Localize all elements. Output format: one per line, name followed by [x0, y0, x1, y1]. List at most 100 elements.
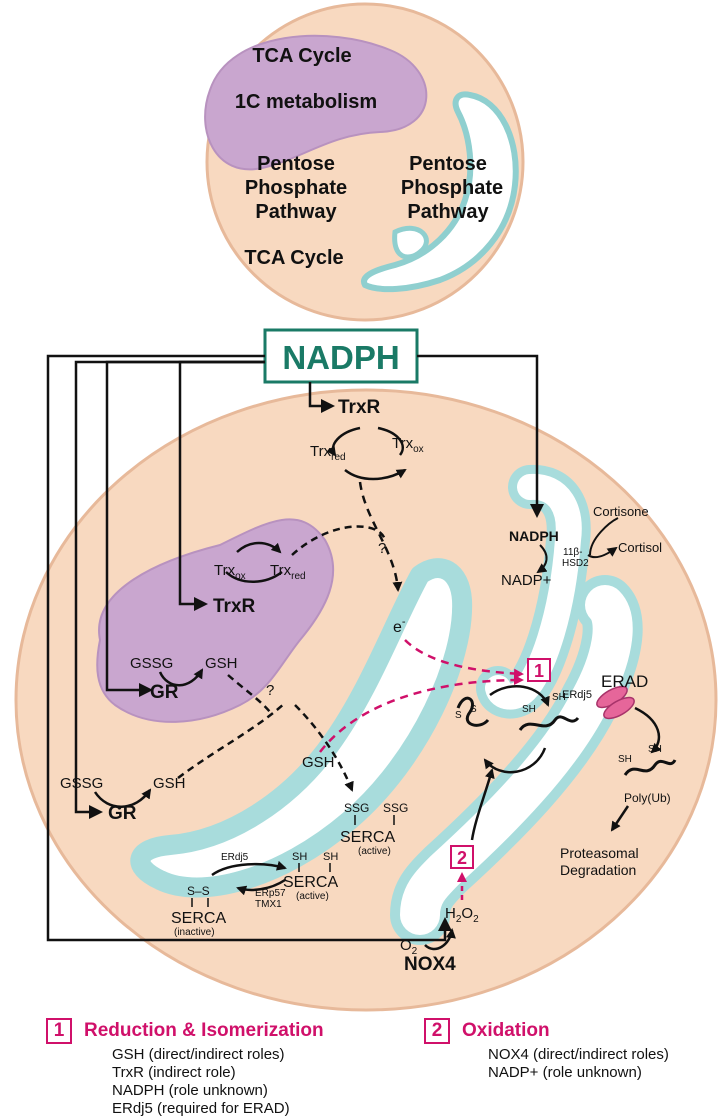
nox4-label: NOX4: [404, 954, 456, 975]
ssg-2: SSG: [383, 801, 408, 815]
mito-gr-cycle: [158, 668, 204, 687]
oxidation-to-protein: [470, 768, 495, 841]
degradation-arrow: [610, 805, 630, 832]
legend-item: TrxR (indirect role): [112, 1064, 236, 1081]
er-nadp-label: NADP+: [501, 572, 552, 589]
serca-bottom: SERCA: [171, 910, 226, 927]
mito-trx-cycle-bottom: [225, 570, 283, 583]
cytosol-electron-path: [358, 481, 403, 592]
cyto-gr-label: GR: [108, 803, 137, 824]
mito-trx-cycle-top: [236, 541, 282, 554]
er-nadph-label: NADPH: [509, 528, 559, 544]
serca-top: SERCA: [340, 829, 395, 846]
top-cell: TCA Cycle 1C metabolism Pentose Phosphat…: [204, 2, 525, 322]
electron-to-badge1: [404, 639, 524, 679]
legend-title-reduction: Reduction & Isomerization: [84, 1020, 324, 1041]
reduced-protein: [518, 715, 580, 731]
o2-label: O2: [400, 937, 418, 957]
mitochondrion: [96, 518, 335, 723]
proteasomal-label: Proteasomal: [560, 845, 639, 861]
legend-item: ERdj5 (required for ERAD): [112, 1100, 290, 1117]
protein-sh1: SH: [522, 704, 536, 715]
protein-s2: S: [470, 704, 477, 715]
ppp-right-line2: Phosphate: [401, 177, 503, 199]
cyto-gr-cycle: [93, 788, 152, 808]
hsd2-line1: 11β-: [563, 547, 582, 558]
one-carbon-label: 1C metabolism: [235, 91, 377, 113]
degradation-label: Degradation: [560, 862, 636, 878]
cortisone-label: Cortisone: [593, 504, 649, 519]
nadph-label: NADPH: [282, 339, 399, 376]
protein-s1: S: [455, 710, 462, 721]
legend-badge-1: 1: [46, 1018, 72, 1044]
o2-to-h2o2-arrow: [424, 928, 456, 951]
mito-trx-red: Trxred: [270, 562, 306, 582]
badge-2-label: 2: [457, 848, 467, 868]
badge-1-label: 1: [534, 661, 544, 681]
serca-activation-arrow: [211, 860, 287, 877]
ubiquitinated-protein: [623, 759, 677, 776]
ppp-right-line3: Pathway: [407, 201, 489, 223]
cytosol-trx-ox: Trxox: [392, 435, 424, 455]
cortisol-label: Cortisol: [618, 540, 662, 555]
badge-1: [527, 658, 551, 682]
cytosol-trx-cycle-top-right: [377, 426, 404, 456]
cytosol-trxr-label: TrxR: [338, 397, 381, 418]
cytosol-trx-cycle-top: [326, 426, 361, 457]
legend-badge-2: 2: [424, 1018, 450, 1044]
legend-oxidation: 2 Oxidation NOX4 (direct/indirect roles) …: [424, 1018, 714, 1082]
legend-title-oxidation: Oxidation: [462, 1020, 550, 1041]
ppp-left-line1: Pentose: [257, 153, 335, 175]
erad-label: ERAD: [601, 672, 648, 691]
legend-item: NADPH (role unknown): [112, 1082, 268, 1099]
legend-item: GSH (direct/indirect roles): [112, 1046, 285, 1063]
serca-sh-b: SH: [323, 851, 338, 863]
legend-item: NADP+ (role unknown): [488, 1064, 642, 1081]
isomerization-arrow-top: [489, 685, 550, 707]
h2o2-label: H2O2: [445, 905, 479, 925]
electron-label: e-: [393, 616, 406, 636]
cytosol-question: ?: [378, 540, 386, 557]
gsh-to-serca: [294, 704, 354, 792]
cortisone-line: [589, 517, 619, 556]
legend-reduction: 1 Reduction & Isomerization GSH (direct/i…: [46, 1018, 386, 1118]
misfolded-protein: [456, 696, 490, 727]
legend-oxidation-list: NOX4 (direct/indirect roles) NADP+ (role…: [488, 1046, 714, 1082]
serca-inactivation-arrow: [236, 878, 286, 896]
mito-trxr-label: TrxR: [213, 596, 256, 617]
tca-cycle-bottom-label: TCA Cycle: [244, 247, 343, 269]
tmx1-label: TMX1: [255, 899, 282, 910]
serca-bottom-state: (inactive): [174, 927, 215, 938]
isomerization-arrow-bottom: [483, 747, 547, 774]
mito-question: ?: [266, 682, 274, 699]
cyto-gssg: GSSG: [60, 775, 103, 792]
mito-gssg: GSSG: [130, 655, 173, 672]
top-er-fold: [392, 225, 429, 260]
serca-ss: S–S: [187, 884, 210, 898]
serca-mid-state: (active): [296, 891, 329, 902]
erdj5-left: ERdj5: [221, 852, 249, 863]
ppp-left-line3: Pathway: [255, 201, 337, 223]
gsh-to-badge1: [319, 675, 524, 753]
endoplasmic-reticulum: [130, 464, 643, 945]
badge-2: [450, 845, 474, 869]
polyub-sh1: SH: [618, 754, 632, 765]
protein-sh2: SH: [552, 692, 566, 703]
cytosol-trx-cycle-bottom: [344, 468, 407, 481]
ssg-1: SSG: [344, 801, 369, 815]
mito-trx-dashed-link: [291, 525, 387, 556]
serca-sh-a: SH: [292, 851, 307, 863]
polyub-sh2: SH: [648, 744, 662, 755]
legend-reduction-list: GSH (direct/indirect roles) TrxR (indire…: [112, 1046, 386, 1118]
ppp-left-line2: Phosphate: [245, 177, 347, 199]
erad-channel-2: [603, 696, 635, 720]
cyto-gsh: GSH: [153, 775, 186, 792]
nadph-box: [263, 328, 419, 384]
serca-top-state: (active): [358, 846, 391, 857]
nadph-to-nadp-arrow: [536, 544, 548, 574]
legend-item: NOX4 (direct/indirect roles): [488, 1046, 669, 1063]
polyub-label: Poly(Ub): [624, 791, 671, 805]
cytosol-trx-red: Trxred: [310, 443, 346, 463]
